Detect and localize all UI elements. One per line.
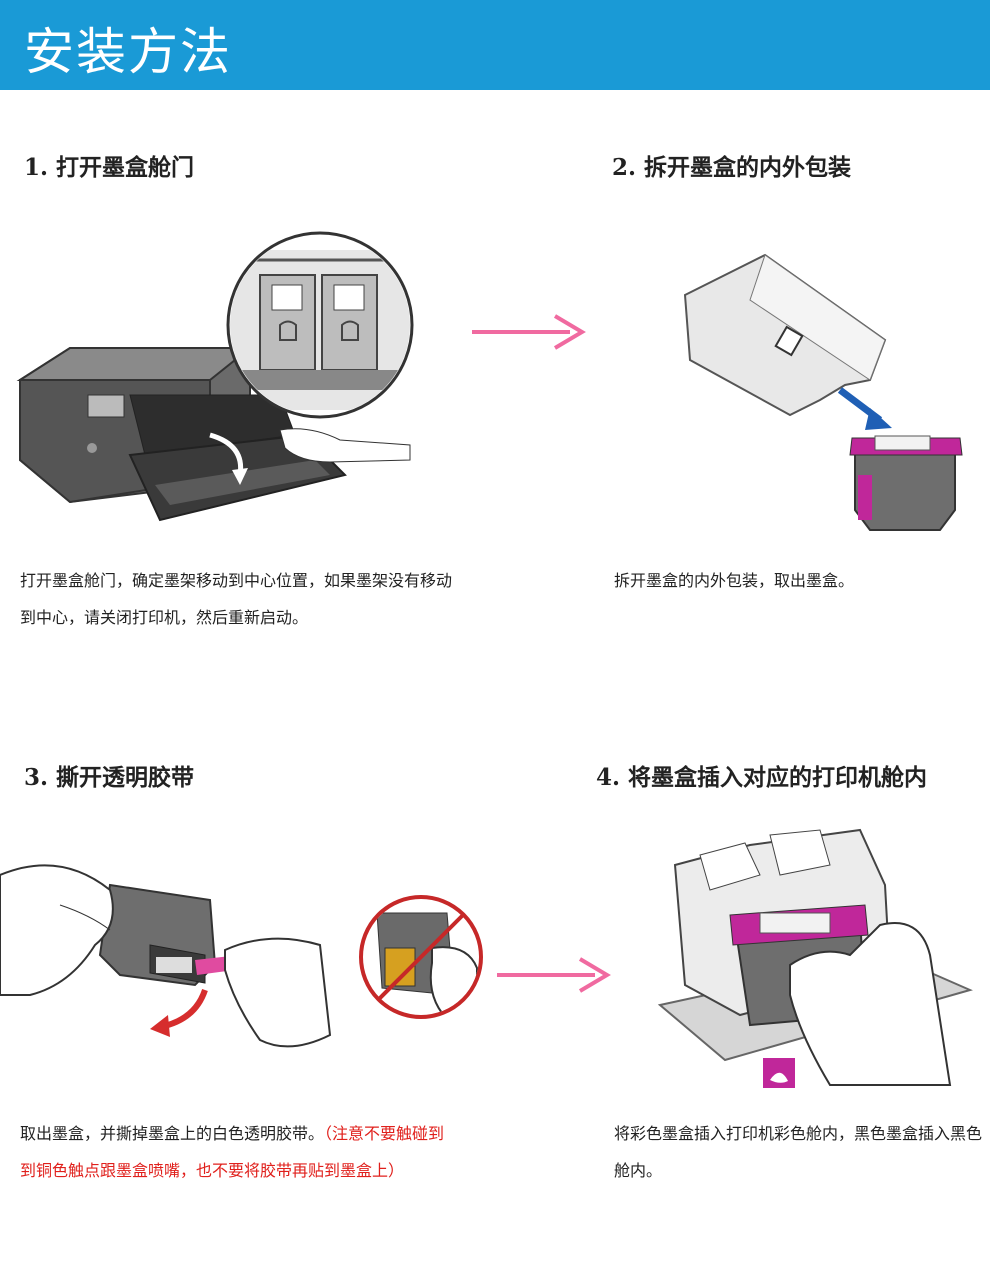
step-3-warning: （注意不要触碰到到铜色触点跟墨盒喷嘴，也不要将胶带再贴到墨盒上）: [20, 1124, 445, 1180]
step-1-title: 1. 打开墨盒舱门: [24, 154, 195, 181]
no-touch-contacts-icon: [359, 895, 483, 1019]
step-2-title: 2. 拆开墨盒的内外包装: [612, 154, 852, 181]
cartridge-insert-illustration: [657, 828, 973, 1088]
arrow-right-icon: [497, 957, 611, 993]
step-3-description-text: 取出墨盒，并撕掉墨盒上的白色透明胶带。: [20, 1124, 325, 1143]
step-3-description: 取出墨盒，并撕掉墨盒上的白色透明胶带。（注意不要触碰到到铜色触点跟墨盒喷嘴，也不…: [20, 1115, 450, 1189]
page-title: 安装方法: [24, 23, 232, 81]
header-banner: 安装方法: [0, 0, 990, 90]
step-4-description: 将彩色墨盒插入打印机彩色舱内，黑色墨盒插入黑色舱内。: [614, 1124, 983, 1180]
tape-removal-illustration: [0, 864, 332, 1048]
step-4-title: 4. 将墨盒插入对应的打印机舱内: [596, 764, 928, 791]
cartridge-package-illustration: [683, 253, 963, 531]
printer-illustration: [16, 231, 414, 522]
arrow-right-icon: [472, 314, 586, 350]
step-2-description: 拆开墨盒的内外包装，取出墨盒。: [614, 571, 855, 590]
step-1-description: 打开墨盒舱门，确定墨架移动到中心位置，如果墨架没有移动到中心，请关闭打印机，然后…: [20, 571, 453, 627]
step-3-title: 3. 撕开透明胶带: [24, 764, 195, 791]
